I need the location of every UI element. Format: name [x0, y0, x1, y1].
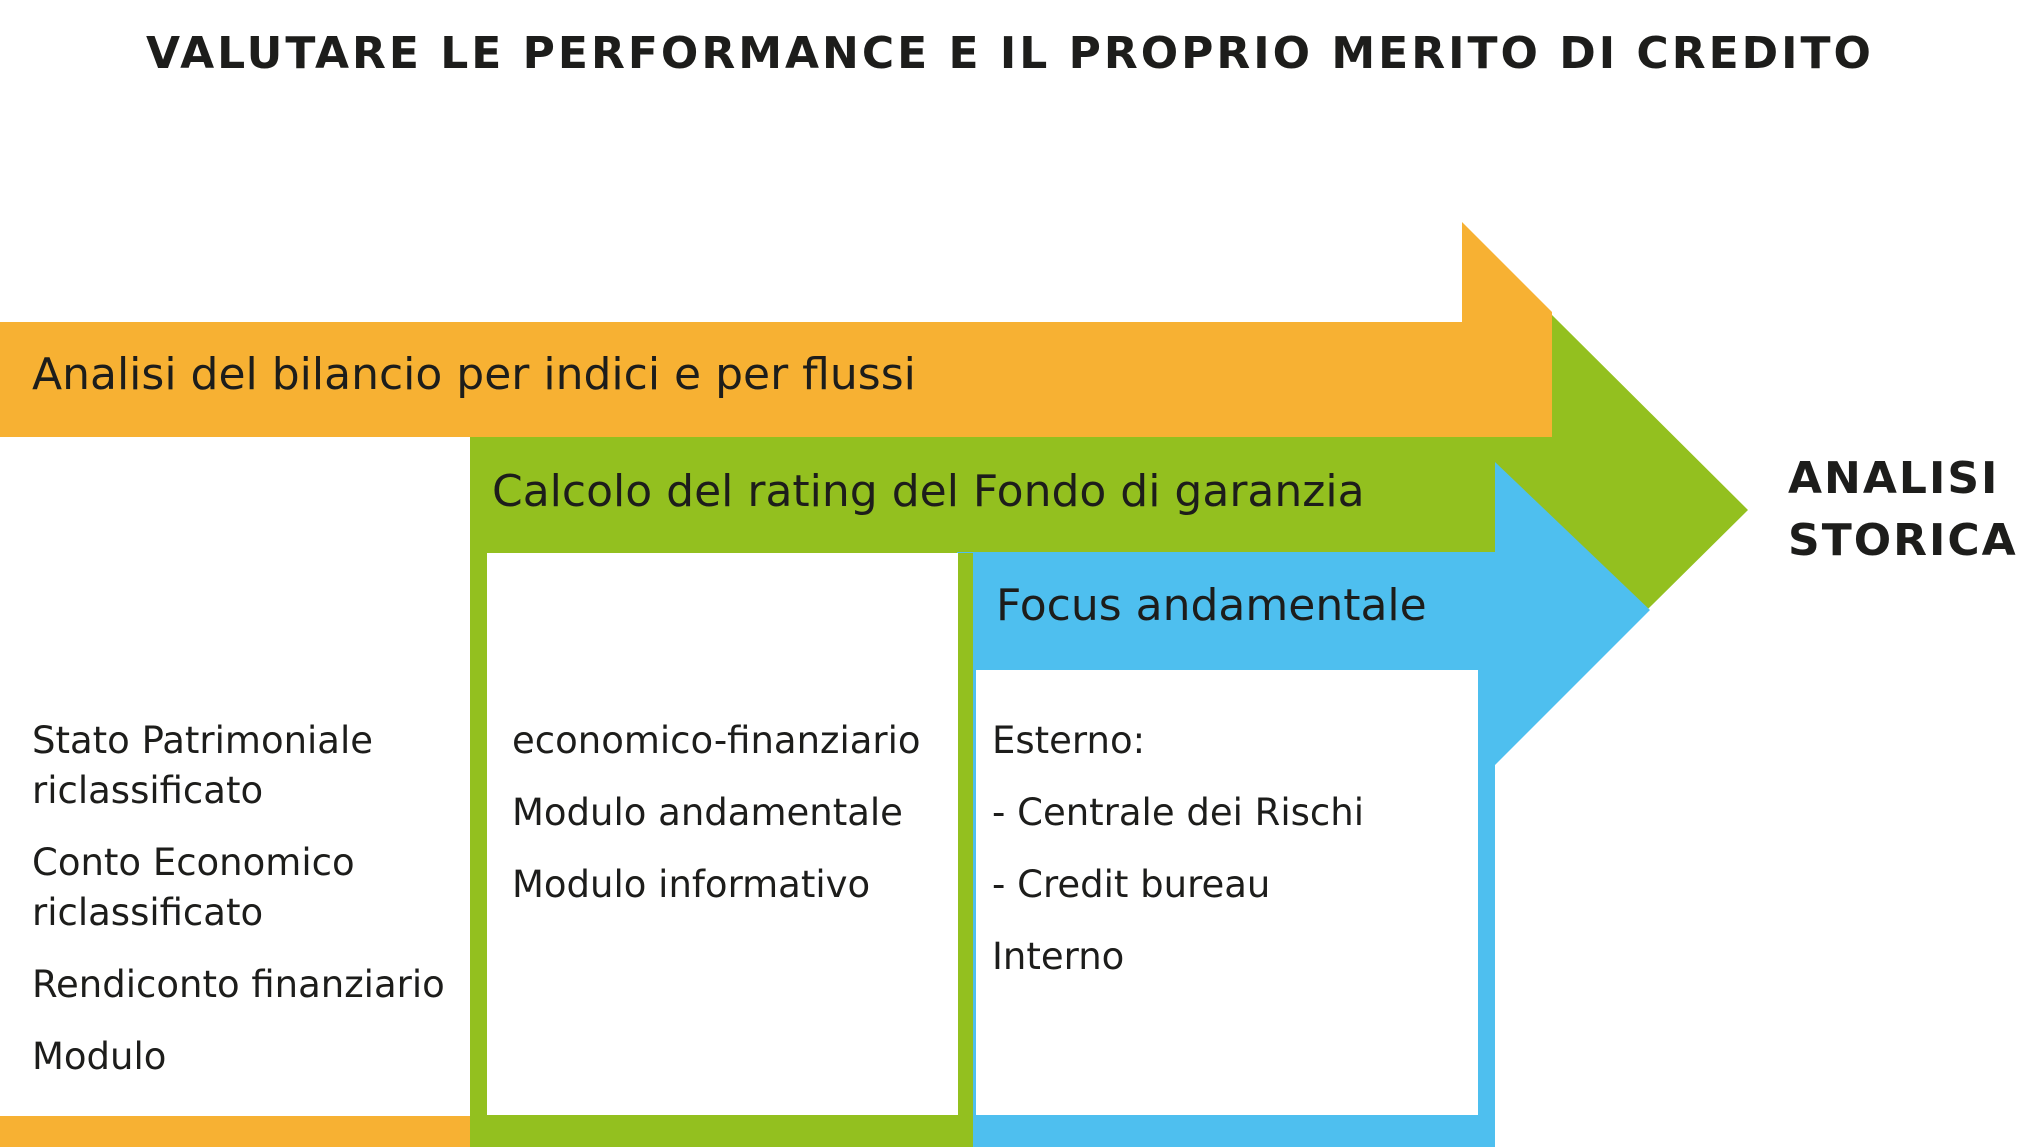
green-column-panel	[487, 553, 958, 1115]
list-item: Modulo informativo	[512, 863, 871, 906]
list-item: - Centrale dei Rischi	[992, 791, 1364, 834]
list-item: Esterno:	[992, 719, 1146, 762]
orange-arrow-shape	[0, 222, 1552, 437]
list-item: - Credit bureau	[992, 863, 1271, 906]
band-label-focus: Focus andamentale	[996, 580, 1427, 631]
list-item: Rendiconto finanziario	[32, 963, 445, 1006]
page-title: VALUTARE LE PERFORMANCE E IL PROPRIO MER…	[146, 28, 1874, 79]
bilancio-items-list: Stato Patrimoniale riclassificato Conto …	[32, 716, 462, 1104]
list-item: Interno	[992, 935, 1125, 978]
orange-bottom-edge	[0, 1116, 470, 1147]
list-item: Modulo andamentale	[512, 791, 903, 834]
list-item: Modulo	[32, 1035, 167, 1078]
side-label-line-2: STORICA	[1788, 515, 2018, 566]
band-label-bilancio: Analisi del bilancio per indici e per fl…	[32, 349, 916, 400]
list-item: Conto Economico riclassificato	[32, 841, 355, 934]
list-item: economico-finanziario	[512, 719, 921, 762]
list-item: Stato Patrimoniale riclassificato	[32, 719, 374, 812]
focus-items-list: Esterno: - Centrale dei Rischi - Credit …	[992, 716, 1452, 1004]
blue-column-panel	[976, 670, 1478, 1115]
side-label-line-1: ANALISI	[1788, 453, 2000, 504]
rating-items-list: economico-finanziario Modulo andamentale…	[512, 716, 952, 932]
band-label-rating: Calcolo del rating del Fondo di garanzia	[492, 466, 1365, 517]
analisi-storica-label: ANALISI STORICA	[1788, 448, 2018, 572]
